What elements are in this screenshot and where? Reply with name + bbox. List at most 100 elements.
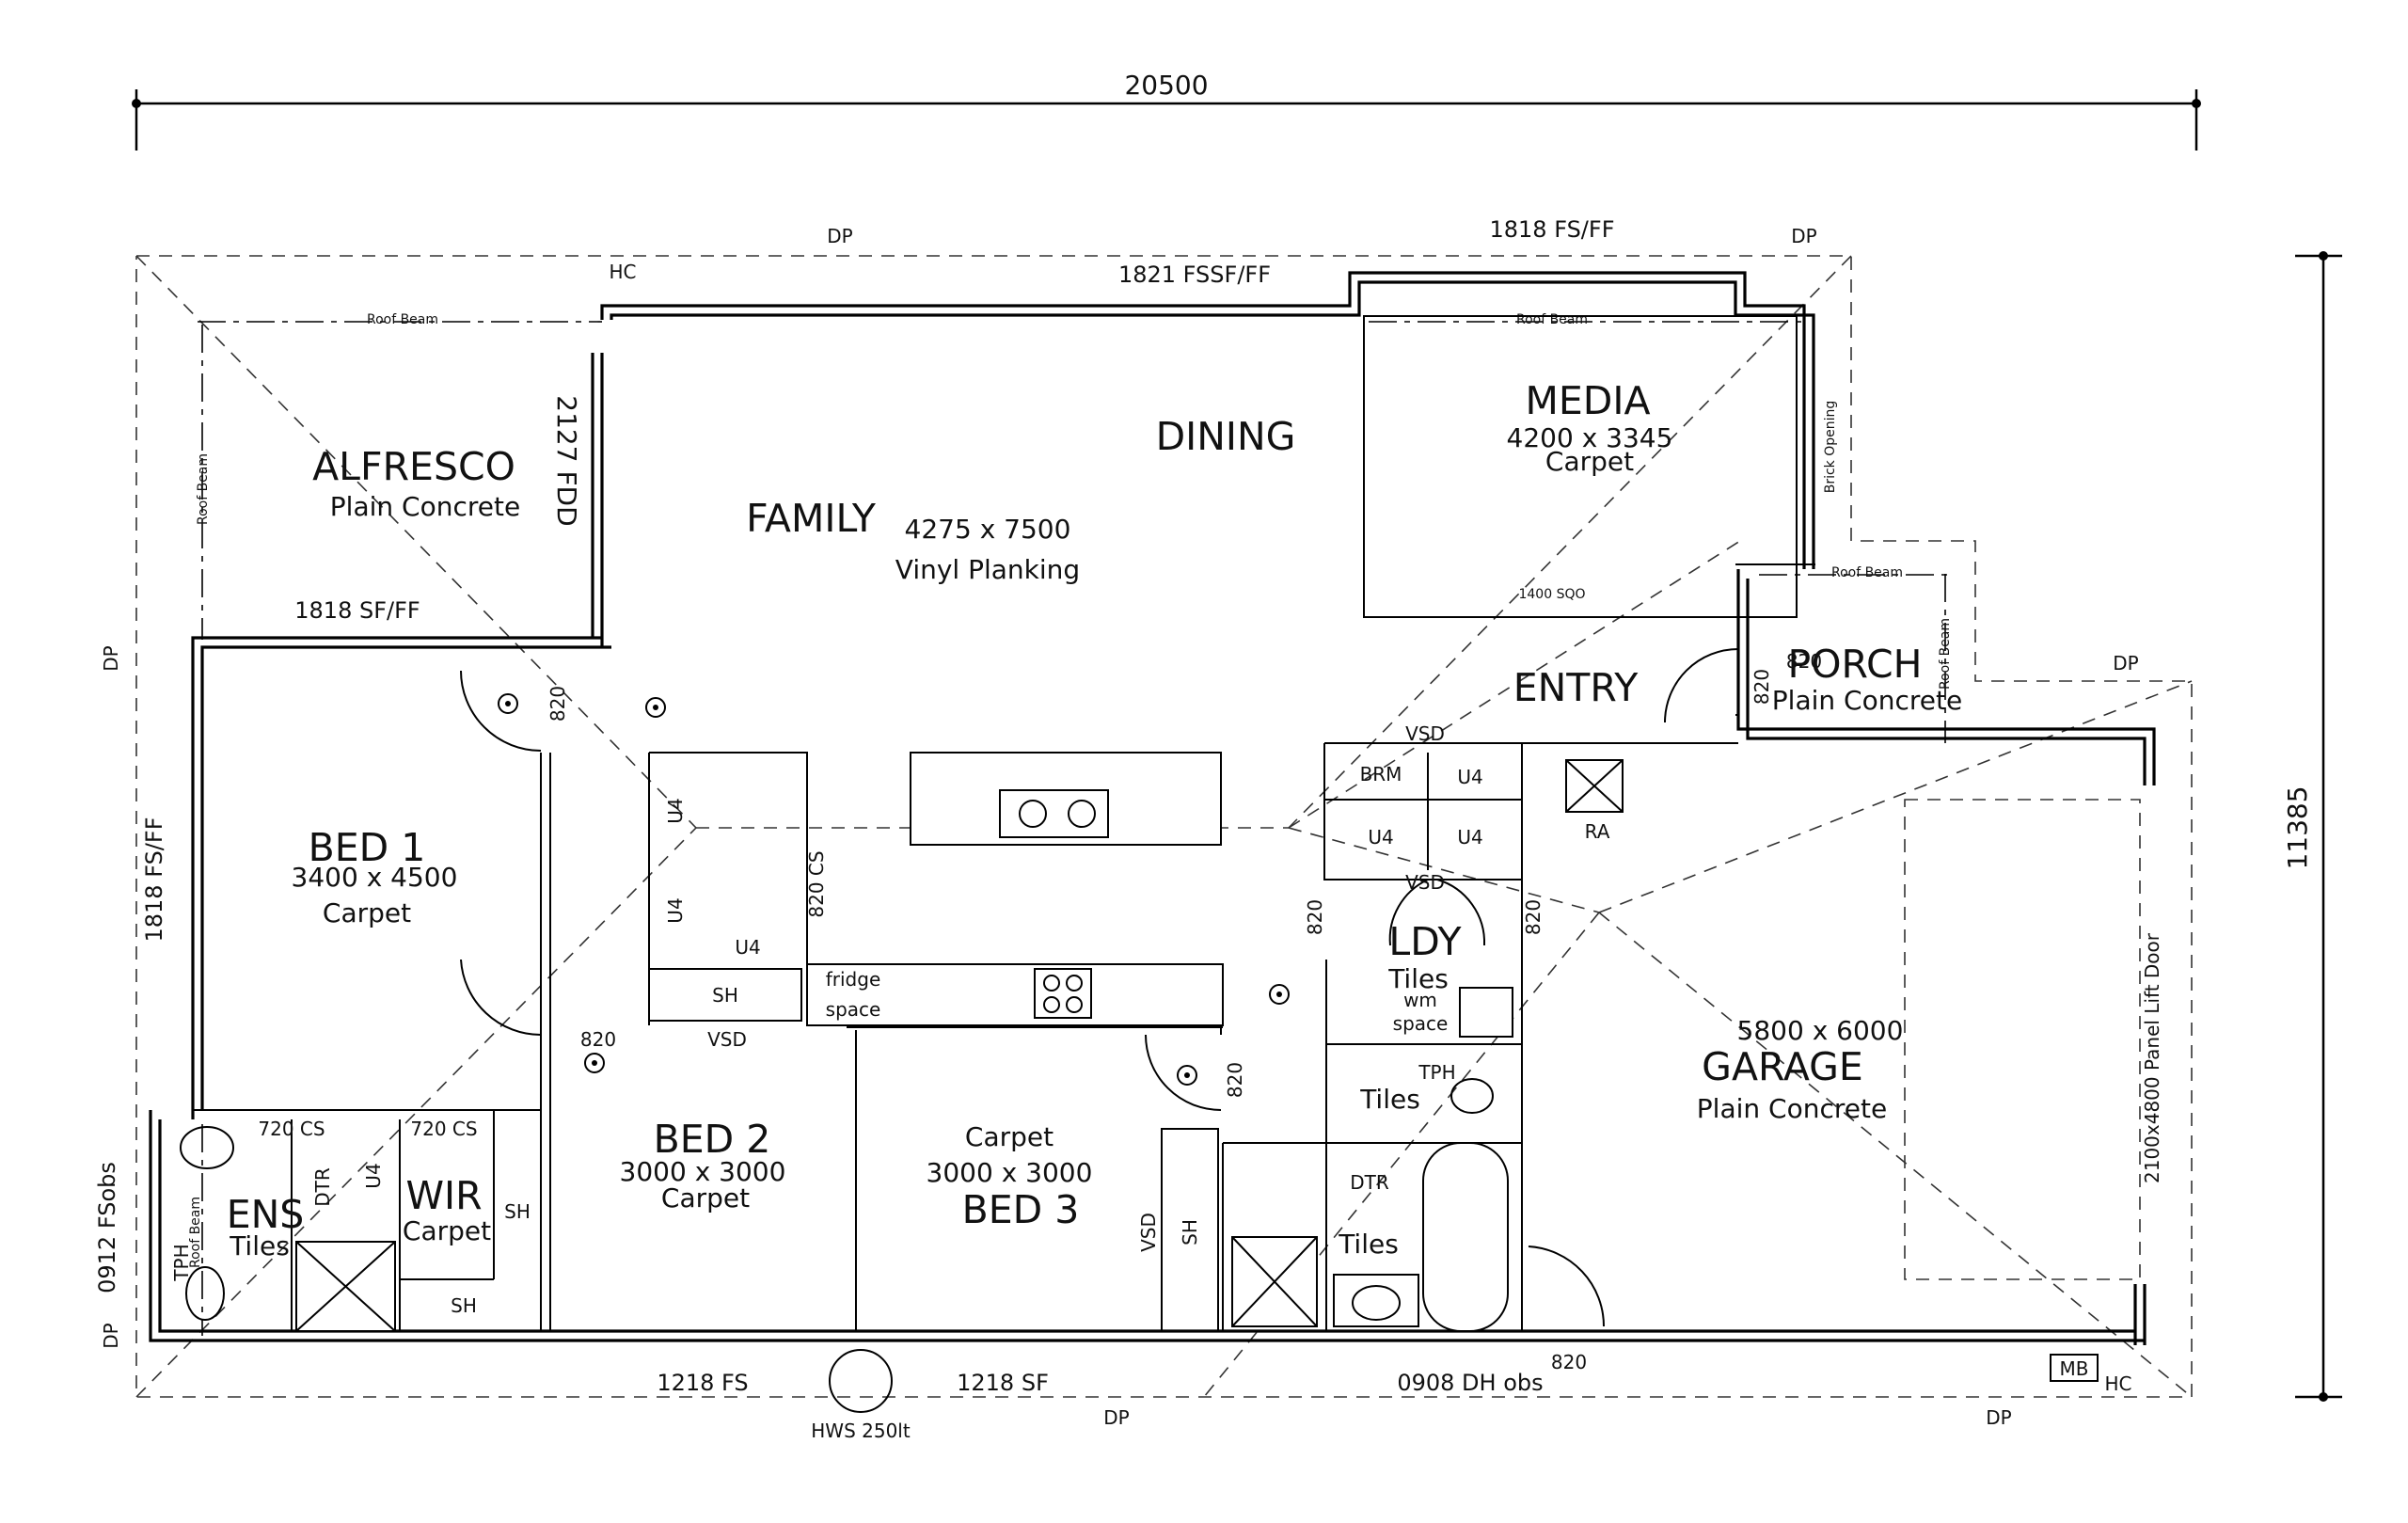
ens-name: ENS [227, 1192, 305, 1237]
bed2-name: BED 2 [654, 1117, 771, 1162]
door-820-label: 820 [1304, 899, 1326, 935]
overall-width-dimension: 20500 [132, 70, 2201, 151]
downpipe-label: DP [1103, 1406, 1129, 1429]
roof-beam-label: Roof Beam [1831, 565, 1903, 580]
window-1818-top-label: 1818 FS/FF [1489, 216, 1614, 243]
window-1821-label: 1821 FSSF/FF [1118, 262, 1271, 288]
entry-name: ENTRY [1513, 665, 1639, 710]
bed1-size: 3400 x 4500 [292, 862, 458, 893]
bath-icon [1422, 1142, 1509, 1332]
wm-space-label: space [1393, 1012, 1449, 1035]
door-820-label: 820 [1522, 899, 1545, 935]
media-size: 4200 x 3345 [1507, 422, 1673, 453]
smoke-detectors [498, 693, 1290, 1086]
door-swings [460, 648, 1739, 1327]
bed3-finish: Carpet [965, 1121, 1054, 1152]
bed2-size: 3000 x 3000 [620, 1156, 786, 1187]
garage-finish: Plain Concrete [1697, 1093, 1887, 1124]
shelf-label: SH [712, 984, 738, 1007]
door-820-label: 820 [1551, 1351, 1587, 1373]
window-0908-label: 0908 DH obs [1397, 1370, 1543, 1396]
towel-rail-label: DTR [1350, 1171, 1389, 1194]
shelf-label: SH [504, 1200, 531, 1223]
shelf-label: SH [451, 1294, 477, 1317]
roof-beam-label: Roof Beam [188, 1197, 203, 1268]
door-720-cs-label: 720 CS [258, 1118, 325, 1140]
internal-walls [193, 315, 1815, 1332]
toilet-paper-holder-label: TPH [1418, 1061, 1455, 1084]
brm-label: BRM [1360, 763, 1402, 785]
alfresco-finish: Plain Concrete [330, 491, 520, 522]
window-1818-alfresco-label: 1818 SF/FF [294, 597, 420, 624]
fridge-space-label: space [826, 998, 881, 1021]
ensuite-toilet-icon [185, 1266, 225, 1321]
family-name: FAMILY [746, 496, 877, 541]
u4-label: U4 [664, 798, 687, 823]
vanity-basin-icon [1333, 1274, 1419, 1327]
meter-box-label: MB [2060, 1357, 2089, 1380]
u4-label: U4 [1457, 826, 1482, 849]
door-820-label: 820 [580, 1028, 616, 1051]
window-1218-sf-label: 1218 SF [957, 1370, 1049, 1396]
wc-finish: Tiles [1359, 1084, 1420, 1115]
garage-name: GARAGE [1702, 1044, 1863, 1089]
fridge-label: fridge [826, 968, 881, 991]
door-820-cs-label: 820 CS [805, 850, 828, 917]
bed1-name: BED 1 [309, 825, 426, 870]
toilet-icon [1450, 1078, 1494, 1114]
door-820-label: 820 [1224, 1062, 1246, 1098]
return-air-label: RA [1585, 820, 1610, 843]
bed1-finish: Carpet [323, 897, 411, 928]
downpipe-label: DP [827, 225, 852, 247]
door-820-label: 820 [1751, 669, 1773, 705]
door-720-cs-label: 720 CS [410, 1118, 477, 1140]
meter-box [2050, 1354, 2099, 1382]
hws-label: HWS 250lt [811, 1420, 911, 1442]
overall-width-label: 20500 [1124, 70, 1208, 101]
window-1218-fs-label: 1218 FS [657, 1370, 748, 1396]
roof-beam-label: Roof Beam [196, 453, 211, 525]
media-finish: Carpet [1545, 446, 1634, 477]
u4-label: U4 [735, 936, 760, 959]
downpipe-label: DP [100, 645, 122, 671]
hose-cock-label: HC [609, 261, 636, 283]
ensuite-basin-icon [180, 1126, 234, 1169]
brick-opening-label: Brick Opening [1823, 401, 1838, 494]
alfresco-name: ALFRESCO [312, 444, 515, 489]
roof-beams: Roof Beam Roof Beam Roof Beam Roof Beam … [188, 312, 1953, 1336]
vsd-label: VSD [1405, 871, 1445, 894]
trough-icon [1459, 987, 1513, 1038]
porch-name: PORCH [1788, 642, 1923, 687]
ldy-finish: Tiles [1387, 963, 1449, 994]
roof-beam-label: Roof Beam [1938, 618, 1953, 690]
kitchen-island [910, 752, 1222, 846]
window-1818-left-label: 1818 FS/FF [141, 817, 167, 942]
vsd-label: VSD [707, 1028, 747, 1051]
u4-label: U4 [1457, 766, 1482, 788]
door-2127-label: 2127 FDD [551, 395, 582, 526]
vsd-label: VSD [1405, 722, 1445, 745]
toilet-paper-holder-label: TPH [170, 1244, 193, 1281]
shelf-label: SH [1179, 1219, 1201, 1245]
bath-finish: Tiles [1338, 1229, 1399, 1260]
downpipe-label: DP [1986, 1406, 2011, 1429]
media-name: MEDIA [1526, 378, 1651, 423]
ldy-name: LDY [1388, 919, 1462, 964]
family-size: 4275 x 7500 [905, 514, 1071, 545]
sink-icon [999, 789, 1109, 838]
u4-label: U4 [664, 897, 687, 923]
overall-depth-label: 11385 [2282, 785, 2313, 869]
garage-size: 5800 x 6000 [1737, 1015, 1904, 1046]
roof-beam-label: Roof Beam [367, 312, 438, 327]
downpipe-label: DP [1791, 225, 1816, 247]
kitchen [910, 752, 1222, 1019]
wir-finish: Carpet [403, 1215, 491, 1246]
bed2-finish: Carpet [661, 1182, 750, 1214]
bed3-size: 3000 x 3000 [927, 1157, 1093, 1188]
downpipe-label: DP [2113, 652, 2138, 674]
door-820-label: 820 [1786, 650, 1822, 673]
window-0912-label: 0912 FSobs [94, 1162, 120, 1293]
u4-label: U4 [1368, 826, 1393, 849]
bed3-name: BED 3 [962, 1187, 1080, 1232]
